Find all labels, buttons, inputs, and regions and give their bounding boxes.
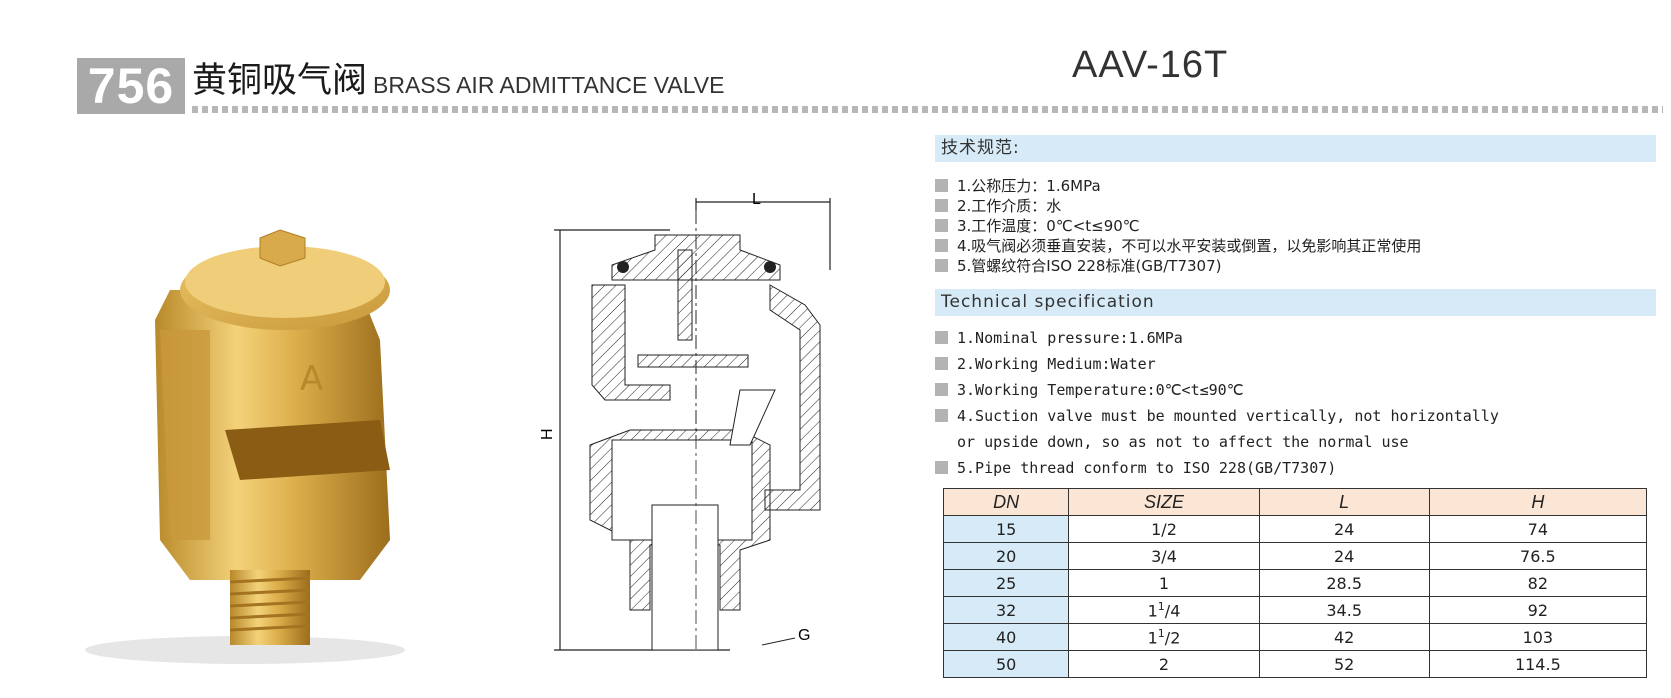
size-numerator: 1 bbox=[1157, 626, 1165, 640]
size-whole: 1 bbox=[1147, 628, 1158, 648]
size-numerator: 1 bbox=[1157, 599, 1165, 613]
cell-h: 92 bbox=[1428, 596, 1648, 624]
list-item: 5.管螺纹符合ISO 228标准(GB/T7307) bbox=[935, 256, 1421, 276]
column-header-dn: DN bbox=[942, 488, 1070, 516]
bullet-square-icon bbox=[935, 239, 948, 252]
cell-dn: 20 bbox=[942, 542, 1070, 570]
dim-label-l: L bbox=[752, 191, 761, 208]
list-item: 4.Suction valve must be mounted vertical… bbox=[935, 403, 1499, 455]
cell-l: 24 bbox=[1258, 515, 1430, 543]
svg-text:A: A bbox=[300, 359, 323, 399]
column-header-h: H bbox=[1428, 488, 1648, 516]
cell-dn: 25 bbox=[942, 569, 1070, 597]
list-item: 3.Working Temperature:0℃<t≤90℃ bbox=[935, 377, 1499, 403]
cell-l: 28.5 bbox=[1258, 569, 1430, 597]
dim-label-h: H bbox=[539, 428, 556, 440]
bullet-square-icon bbox=[935, 259, 948, 272]
cell-l: 52 bbox=[1258, 650, 1430, 678]
dotted-divider bbox=[192, 106, 1663, 113]
size-fraction: 1/2 bbox=[1151, 519, 1177, 539]
bullet-square-icon bbox=[935, 357, 948, 370]
size-whole: 2 bbox=[1158, 654, 1170, 674]
spec-list-cn: 1.公称压力：1.6MPa 2.工作介质：水 3.工作温度：0℃<t≤90℃ 4… bbox=[935, 176, 1421, 276]
bullet-square-icon bbox=[935, 383, 948, 396]
cell-h: 114.5 bbox=[1428, 650, 1648, 678]
column-header-size: SIZE bbox=[1068, 488, 1260, 516]
bullet-square-icon bbox=[935, 219, 948, 232]
cell-l: 34.5 bbox=[1258, 596, 1430, 624]
cell-h: 76.5 bbox=[1428, 542, 1648, 570]
cell-dn: 15 bbox=[942, 515, 1070, 543]
cross-section-drawing: L H G bbox=[539, 191, 831, 651]
list-item: 1.公称压力：1.6MPa bbox=[935, 176, 1421, 196]
spec-heading-cn: 技术规范: bbox=[935, 135, 1656, 162]
column-header-l: L bbox=[1258, 488, 1430, 516]
list-item: 5.Pipe thread conform to ISO 228(GB/T730… bbox=[935, 455, 1499, 481]
size-whole: 1 bbox=[1147, 601, 1158, 621]
cell-h: 82 bbox=[1428, 569, 1648, 597]
cell-size: 1 bbox=[1068, 569, 1260, 597]
dim-label-g: G bbox=[798, 627, 810, 644]
bullet-square-icon bbox=[935, 199, 948, 212]
valve-photo: A bbox=[85, 229, 405, 664]
cell-size: 3/4 bbox=[1068, 542, 1260, 570]
cell-size: 1/2 bbox=[1068, 515, 1260, 543]
product-code: 756 bbox=[77, 58, 185, 114]
list-item: 2.Working Medium:Water bbox=[935, 351, 1499, 377]
size-fraction: /2 bbox=[1164, 628, 1181, 648]
cell-h: 74 bbox=[1428, 515, 1648, 543]
cell-dn: 40 bbox=[942, 623, 1070, 651]
list-item: 2.工作介质：水 bbox=[935, 196, 1421, 216]
cell-h: 103 bbox=[1428, 623, 1648, 651]
spec-heading-en: Technical specification bbox=[935, 289, 1656, 316]
bullet-square-icon bbox=[935, 409, 948, 422]
list-item: 3.工作温度：0℃<t≤90℃ bbox=[935, 216, 1421, 236]
cell-l: 42 bbox=[1258, 623, 1430, 651]
bullet-square-icon bbox=[935, 461, 948, 474]
bullet-square-icon bbox=[935, 179, 948, 192]
bullet-square-icon bbox=[935, 331, 948, 344]
table-header-row: DN SIZE L H bbox=[942, 488, 1648, 516]
cell-dn: 50 bbox=[942, 650, 1070, 678]
size-fraction: /4 bbox=[1164, 601, 1181, 621]
product-title-cn: 黄铜吸气阀 bbox=[192, 61, 368, 101]
list-item: 1.Nominal pressure:1.6MPa bbox=[935, 325, 1499, 351]
cell-l: 24 bbox=[1258, 542, 1430, 570]
cell-size: 2 bbox=[1068, 650, 1260, 678]
model-number: AAV-16T bbox=[1072, 44, 1229, 86]
list-item: 4.吸气阀必须垂直安装，不可以水平安装或倒置，以免影响其正常使用 bbox=[935, 236, 1421, 256]
spec-list-en: 1.Nominal pressure:1.6MPa 2.Working Medi… bbox=[935, 325, 1499, 481]
size-whole: 1 bbox=[1158, 573, 1170, 593]
size-fraction: 3/4 bbox=[1151, 546, 1177, 566]
product-title-en: BRASS AIR ADMITTANCE VALVE bbox=[373, 72, 725, 98]
cell-size: 11/2 bbox=[1068, 623, 1260, 651]
cell-size: 11/4 bbox=[1068, 596, 1260, 624]
cell-dn: 32 bbox=[942, 596, 1070, 624]
